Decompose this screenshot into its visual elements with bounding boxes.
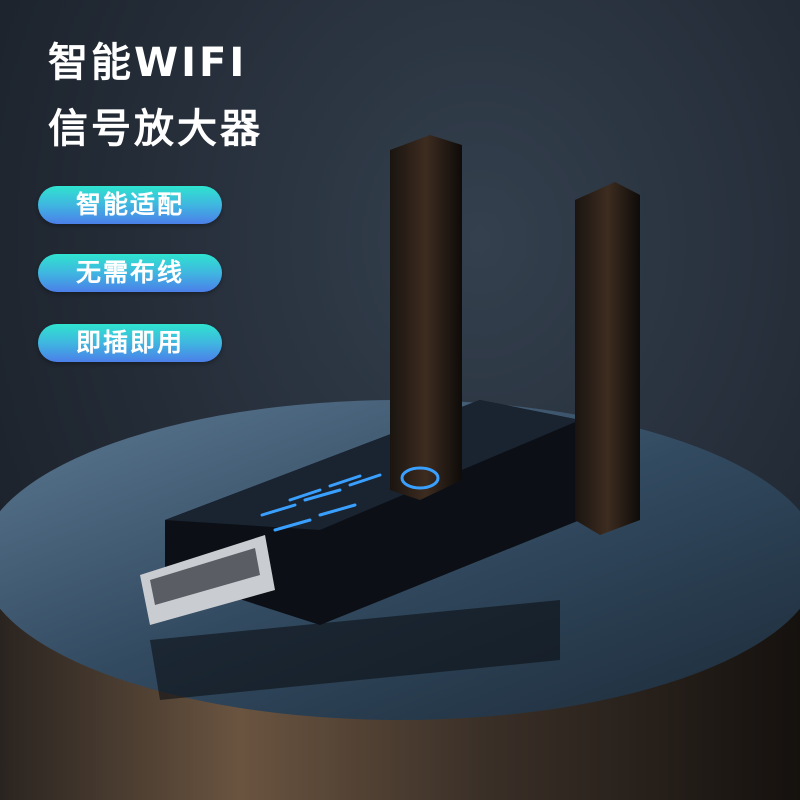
- headline-line1: 智能WIFI: [48, 40, 248, 86]
- feature-badge-smart-adapt: 智能适配: [38, 186, 222, 224]
- led-signal-icon: [260, 466, 440, 532]
- feature-badge-no-wiring: 无需布线: [38, 254, 222, 292]
- wifi-adapter: [140, 135, 640, 700]
- feature-badge-plug-and-play: 即插即用: [38, 324, 222, 362]
- headline-line2: 信号放大器: [48, 106, 263, 152]
